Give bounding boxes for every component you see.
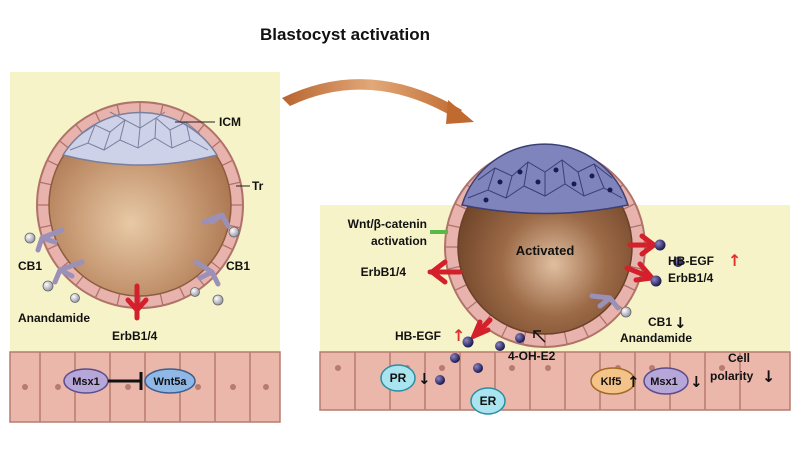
trophectoderm-cell-boundary: [210, 261, 221, 270]
left-blastocyst: [36, 101, 250, 309]
hbegf-right-label: HB-EGF: [668, 254, 714, 268]
trophectoderm-cell-boundary: [221, 243, 234, 251]
polarity-down-arrow-icon: ↓: [762, 367, 775, 386]
activated-label: Activated: [516, 243, 575, 258]
trophectoderm-cell-boundary: [501, 325, 508, 338]
trophectoderm-cell-boundary: [454, 284, 467, 291]
trophectoderm-cell-boundary: [563, 331, 568, 345]
icm-label: ICM: [219, 115, 241, 129]
hbegf-right-up-arrow-icon: ↑: [728, 251, 741, 270]
right-anandamide-molecule: [620, 306, 632, 318]
msx1-wnt5a-interaction: [63, 368, 196, 394]
wnt5a-label: Wnt5a: [154, 376, 188, 388]
trophectoderm-cell-boundary: [466, 300, 478, 310]
trophectoderm-cell-boundary: [582, 325, 589, 338]
trophectoderm-cell-boundary: [39, 181, 52, 186]
hbegf-low-label: HB-EGF: [395, 329, 441, 343]
trophectoderm-cell-boundary: [228, 181, 241, 186]
left-cb1-receptors: [35, 212, 231, 287]
msx1-left-label: Msx1: [72, 376, 100, 388]
pr-receptor: [380, 364, 416, 392]
trophectoderm-cell-boundary: [454, 203, 467, 210]
trophectoderm-cell-boundary: [94, 286, 102, 299]
trophectoderm-cell-boundary: [75, 275, 84, 286]
cb1-right-label: CB1: [226, 259, 250, 273]
trophectoderm-cell-boundary: [59, 140, 70, 149]
trophectoderm-cell-boundary: [75, 124, 84, 135]
trophectoderm-cell-boundary: [39, 224, 52, 229]
trophectoderm-cell-boundary: [159, 293, 164, 306]
erbb-left-label: ErbB1/4: [112, 329, 158, 343]
hbegf-low-up-arrow-icon: ↑: [452, 326, 465, 345]
anandamide-left-label: Anandamide: [18, 311, 90, 325]
trophectoderm-cell-boundary: [598, 314, 608, 326]
trophectoderm-cell-boundary: [221, 159, 234, 167]
trophectoderm-cell-boundary: [228, 224, 241, 229]
cell-label: Cell: [728, 351, 750, 365]
left-epithelium: [9, 351, 281, 423]
trophectoderm-cell-boundary: [629, 224, 643, 229]
oh-e2-arrow-icon: [533, 330, 546, 343]
cb1-left-label: CB1: [18, 259, 42, 273]
tr-label: Tr: [252, 179, 264, 193]
erbb-right-label: ErbB1/4: [668, 271, 714, 285]
right-panel: Wnt/β-catenin activation ErbB1/4 Activat…: [319, 143, 791, 415]
trophectoderm-cell-boundary: [623, 203, 636, 210]
cb1-down-arrow-icon: ↓: [674, 314, 687, 332]
msx1-right-protein: [643, 367, 689, 395]
klf5-label: Klf5: [601, 376, 622, 388]
klf5-up-arrow-icon: ↑: [627, 373, 640, 391]
diagram-title: Blastocyst activation: [260, 25, 430, 44]
klf5-protein: [590, 367, 636, 395]
trophectoderm-cell-boundary: [178, 286, 186, 299]
cb1-right-panel-label: CB1: [648, 315, 672, 329]
trophectoderm-cell-boundary: [447, 224, 461, 229]
wnt-line2-label: activation: [371, 234, 427, 248]
erbb-right-left-label: ErbB1/4: [361, 265, 407, 279]
trophectoderm-cell-boundary: [116, 293, 121, 306]
er-receptor: [470, 387, 506, 415]
left-panel: ICM Tr CB1 CB1 Anandamide ErbB1/4 Msx1 W…: [9, 72, 281, 423]
er-label: ER: [480, 394, 497, 408]
pr-label: PR: [390, 371, 407, 385]
right-epithelium: [319, 351, 791, 411]
oh-e2-label: 4-OH-E2: [508, 349, 556, 363]
left-anandamide-molecules: [24, 226, 240, 306]
pr-down-arrow-icon: ↓: [418, 370, 431, 388]
msx1-down-arrow-icon: ↓: [690, 373, 703, 391]
trophectoderm-cell-boundary: [629, 265, 643, 270]
curved-arrow-icon: [282, 79, 474, 124]
trophectoderm-cell-boundary: [623, 284, 636, 291]
left-erbb-receptor: [125, 283, 149, 321]
anandamide-right-label: Anandamide: [620, 331, 692, 345]
right-cb1-receptor: [589, 293, 621, 311]
polarity-label: polarity: [710, 369, 754, 383]
hbegf-molecules: [435, 239, 683, 385]
wnt-line1-label: Wnt/β-catenin: [348, 217, 427, 231]
trophectoderm-cell-boundary: [447, 265, 461, 270]
trophectoderm-cell-boundary: [210, 140, 221, 149]
msx1-right-label: Msx1: [650, 376, 678, 388]
trophectoderm-cell-boundary: [46, 243, 59, 251]
trophectoderm-cell-boundary: [46, 159, 59, 167]
